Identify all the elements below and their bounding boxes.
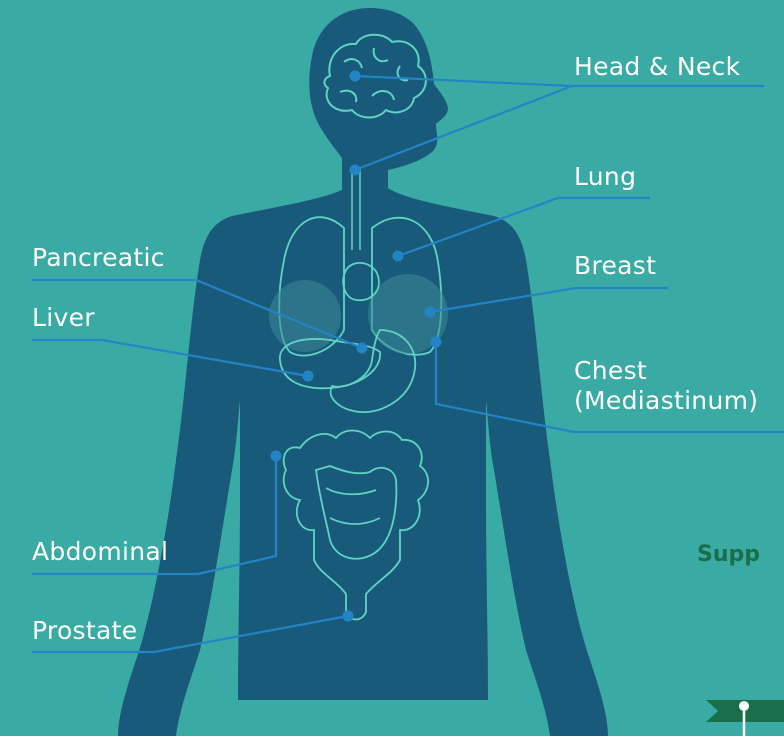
- label-lung: Lung: [574, 162, 636, 192]
- dot-prostate: [343, 611, 354, 622]
- dot-pancreatic: [357, 343, 368, 354]
- dot-lung: [393, 251, 404, 262]
- label-head-neck: Head & Neck: [574, 52, 740, 82]
- label-breast: Breast: [574, 251, 656, 281]
- dot-abdominal: [271, 451, 282, 462]
- label-pancreatic: Pancreatic: [32, 243, 165, 273]
- dot-neck: [350, 165, 361, 176]
- dot-liver: [303, 371, 314, 382]
- label-liver: Liver: [32, 303, 95, 333]
- dot-brain: [350, 71, 361, 82]
- dot-breast: [425, 307, 436, 318]
- label-abdominal: Abdominal: [32, 537, 168, 567]
- label-chest: Chest (Mediastinum): [574, 356, 758, 416]
- dot-chest: [431, 337, 442, 348]
- label-prostate: Prostate: [32, 616, 137, 646]
- support-heading: Supp: [697, 542, 760, 567]
